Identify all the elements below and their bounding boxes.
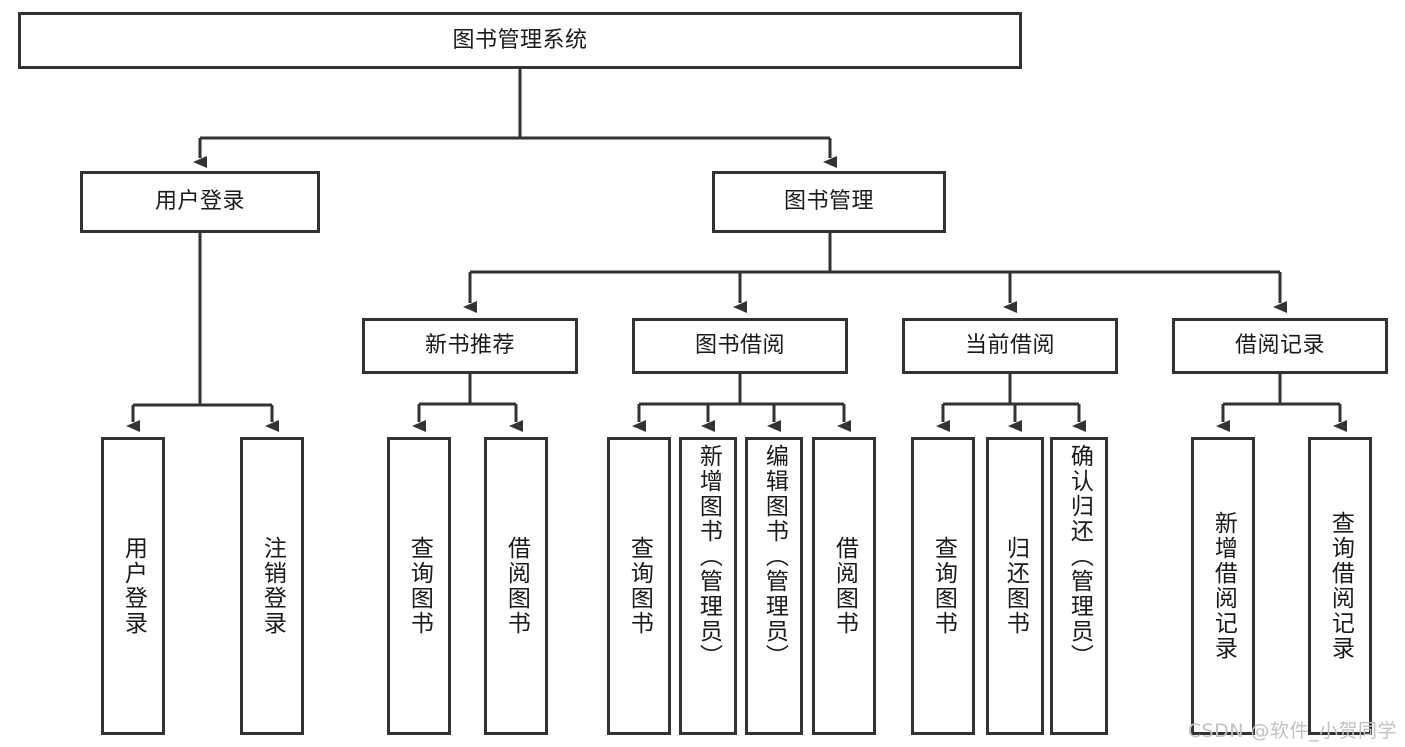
node-book-borrow-label: 图书借阅	[694, 333, 785, 359]
node-leaf-query-book-1[interactable]: 查询图书	[387, 437, 451, 735]
node-user-login-label: 用户登录	[154, 189, 245, 215]
node-leaf-logout[interactable]: 注销登录	[240, 437, 304, 735]
csdn-watermark: CSDN @软件_小贺同学	[1187, 720, 1397, 742]
node-leaf-query-book-2-label: 查询图书	[626, 536, 653, 636]
node-current-borrow[interactable]: 当前借阅	[902, 318, 1118, 374]
node-borrow-record-label: 借阅记录	[1234, 333, 1325, 359]
node-leaf-borrow-book-1[interactable]: 借阅图书	[484, 437, 548, 735]
node-leaf-edit-book-admin[interactable]: 编辑图书（管理员）	[745, 437, 803, 735]
node-leaf-logout-label: 注销登录	[259, 536, 286, 636]
node-book-manage[interactable]: 图书管理	[712, 171, 946, 233]
node-root-label: 图书管理系统	[452, 27, 588, 53]
node-new-book-recommend-label: 新书推荐	[424, 333, 515, 359]
node-leaf-query-book-3-label: 查询图书	[930, 536, 957, 636]
node-leaf-add-borrow-record[interactable]: 新增借阅记录	[1191, 437, 1255, 735]
node-leaf-query-borrow-record-label: 查询借阅记录	[1327, 511, 1354, 661]
node-leaf-borrow-book-2-label: 借阅图书	[831, 536, 858, 636]
node-leaf-return-book[interactable]: 归还图书	[986, 437, 1044, 735]
node-leaf-borrow-book-2[interactable]: 借阅图书	[812, 437, 876, 735]
node-book-borrow[interactable]: 图书借阅	[632, 318, 848, 374]
node-leaf-add-borrow-record-label: 新增借阅记录	[1210, 511, 1237, 661]
node-leaf-confirm-return[interactable]: 确认归还（管理员）	[1050, 437, 1108, 735]
node-borrow-record[interactable]: 借阅记录	[1172, 318, 1388, 374]
node-leaf-borrow-book-1-label: 借阅图书	[503, 536, 530, 636]
node-leaf-query-book-2[interactable]: 查询图书	[607, 437, 671, 735]
node-leaf-user-login-label: 用户登录	[120, 536, 147, 636]
node-leaf-confirm-return-label: 确认归还（管理员）	[1066, 444, 1093, 669]
node-leaf-return-book-label: 归还图书	[1002, 536, 1029, 636]
node-leaf-edit-book-admin-label: 编辑图书（管理员）	[761, 444, 788, 669]
node-leaf-query-book-3[interactable]: 查询图书	[911, 437, 975, 735]
node-leaf-query-book-1-label: 查询图书	[406, 536, 433, 636]
node-leaf-add-book-admin[interactable]: 新增图书（管理员）	[679, 437, 737, 735]
node-user-login[interactable]: 用户登录	[80, 171, 320, 233]
node-root[interactable]: 图书管理系统	[18, 12, 1022, 69]
node-leaf-query-borrow-record[interactable]: 查询借阅记录	[1308, 437, 1372, 735]
node-current-borrow-label: 当前借阅	[964, 333, 1055, 359]
node-new-book-recommend[interactable]: 新书推荐	[362, 318, 578, 374]
node-leaf-user-login[interactable]: 用户登录	[101, 437, 165, 735]
node-leaf-add-book-admin-label: 新增图书（管理员）	[695, 444, 722, 669]
node-book-manage-label: 图书管理	[783, 189, 874, 215]
